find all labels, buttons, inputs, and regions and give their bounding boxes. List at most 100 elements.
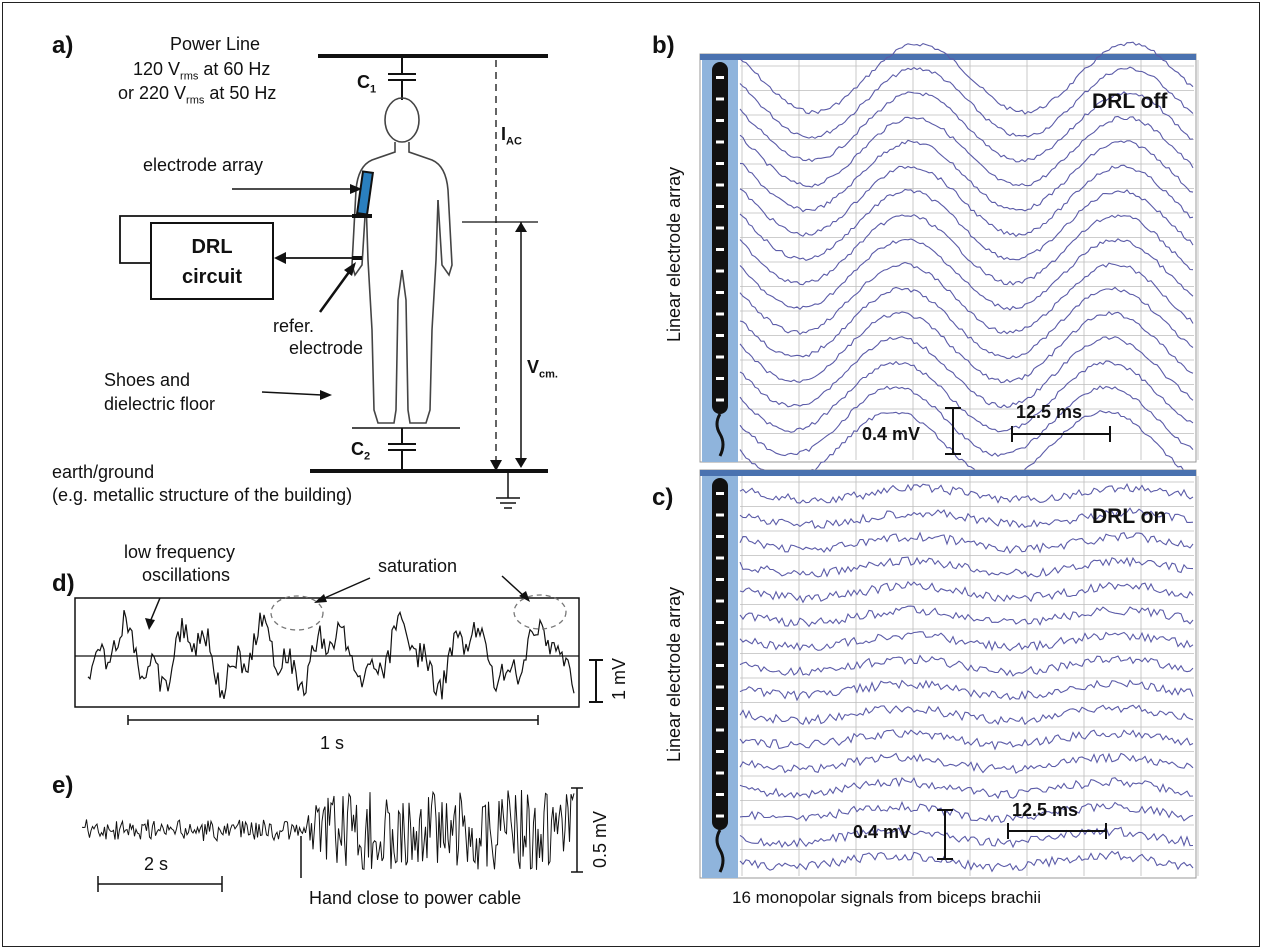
panel-b-grid <box>740 60 1199 460</box>
low-freq-label-1: low frequency <box>124 542 236 562</box>
saturation-label: saturation <box>378 556 458 576</box>
panel-c-traces <box>739 483 1194 873</box>
emg-channel-trace <box>739 115 1194 188</box>
emg-channel-trace <box>739 679 1194 702</box>
emg-channel-trace <box>739 556 1194 578</box>
electrode-contact <box>716 685 724 689</box>
emg-channel-trace <box>739 385 1194 458</box>
saturation-pointer-2-head <box>519 591 530 602</box>
emg-channel-trace <box>739 729 1194 751</box>
emg-channel-trace <box>739 580 1194 604</box>
shoes-label-2: dielectric floor <box>104 394 216 414</box>
electrode-contact <box>716 291 724 294</box>
electrode-cable <box>715 829 725 873</box>
panel-b-time-label: 12.5 ms <box>1016 402 1083 422</box>
voltage-120-label: 120 Vrms at 60 Hz <box>133 59 271 83</box>
electrode-contact <box>716 599 724 603</box>
electrode-contact <box>716 664 724 667</box>
electrode-contact <box>716 535 724 538</box>
electrode-contact <box>716 355 724 359</box>
panel-c-caption: 16 monopolar signals from biceps brachii <box>732 888 1041 907</box>
electrode-contact <box>716 226 724 230</box>
saturation-pointer-1 <box>319 577 371 601</box>
electrode-contact <box>716 97 724 101</box>
electrode-contact <box>716 183 724 187</box>
emg-channel-trace <box>739 139 1194 213</box>
saturation-pointer-2 <box>501 575 526 598</box>
panel-b-plot <box>699 41 1199 483</box>
panel-d-box <box>74 597 580 708</box>
shoes-pointer-head <box>320 390 332 400</box>
c2-label: C2 <box>351 439 371 463</box>
emg-channel-trace <box>739 654 1194 677</box>
capacitor-c2 <box>388 428 416 471</box>
emg-channel-trace <box>739 752 1194 774</box>
panel-c-y-label: Linear electrode array <box>664 586 684 762</box>
electrode-contact <box>716 642 724 646</box>
panel-b-amp-label: 0.4 mV <box>862 424 921 444</box>
drl-on-label: DRL on <box>1092 505 1167 528</box>
emg-channel-trace <box>739 238 1194 311</box>
refer-label-2: electrode <box>289 338 364 358</box>
c1-label: C1 <box>357 72 377 96</box>
emg-channel-trace <box>739 41 1194 115</box>
panel-e-time-label: 2 s <box>144 854 169 874</box>
vcm-label: Vcm. <box>527 357 558 381</box>
saturation-pointer-1-head <box>314 594 327 603</box>
panel-a-label: a) <box>52 32 74 59</box>
human-body-outline <box>351 97 453 424</box>
electrode-contact <box>716 76 724 79</box>
electrode-contact <box>716 578 724 581</box>
electrode-contact <box>716 750 724 753</box>
electrode-contact <box>716 513 724 517</box>
emg-channel-trace <box>739 800 1194 824</box>
drl-wiring <box>119 214 372 264</box>
electrode-contact <box>716 793 724 796</box>
electrode-contact <box>716 312 724 316</box>
panel-b-traces <box>739 41 1194 483</box>
electrode-array-pointer-head <box>350 184 362 194</box>
electrode-contact <box>716 205 724 208</box>
shoes-label-1: Shoes and <box>104 370 191 390</box>
emg-channel-trace <box>739 286 1194 359</box>
hand-close-label: Hand close to power cable <box>309 888 522 908</box>
refer-pointer-head <box>344 262 356 276</box>
panel-e-amp-scalebar <box>571 787 583 873</box>
voltage-220-label: or 220 Vrms at 50 Hz <box>118 83 277 107</box>
panel-c-electrode-strip <box>712 478 728 873</box>
electrode-contact <box>716 707 724 710</box>
electrode-contact <box>716 377 724 380</box>
panel-c-grid <box>740 476 1199 876</box>
panel-d-time-label: 1 s <box>320 733 345 753</box>
emg-channel-trace <box>739 825 1194 849</box>
iac-label: IAC <box>501 124 522 148</box>
electrode-contact <box>716 556 724 560</box>
iac-arrow-head <box>490 460 502 471</box>
refer-electrode-pointer <box>318 267 354 313</box>
emg-channel-trace <box>739 483 1194 504</box>
panel-b-electrode-strip <box>712 62 728 457</box>
low-freq-pointer-head <box>145 618 155 630</box>
panel-e-label: e) <box>52 772 74 799</box>
electrode-contact <box>716 771 724 775</box>
panel-e-amp-label: 0.5 mV <box>590 810 610 868</box>
emg-channel-trace <box>739 631 1194 652</box>
panel-b-time-scalebar <box>1011 426 1111 442</box>
emg-channel-trace <box>739 507 1194 530</box>
saturation-circle-1 <box>270 595 324 631</box>
saturation-circle-2 <box>513 594 567 630</box>
shoes-pointer <box>261 391 323 396</box>
panel-c-time-scalebar <box>1007 823 1107 839</box>
drl-off-label: DRL off <box>1092 90 1168 113</box>
earth-label-1: earth/ground <box>52 462 155 482</box>
electrode-array-strip <box>355 170 375 216</box>
electrode-contact <box>716 269 724 273</box>
electrode-cable <box>715 413 725 457</box>
electrode-contact <box>716 621 724 624</box>
panel-d-amp-scalebar <box>589 659 603 703</box>
panel-c-amp-label: 0.4 mV <box>853 822 912 842</box>
low-freq-label-2: oscillations <box>142 565 231 585</box>
electrode-contact <box>716 398 724 402</box>
